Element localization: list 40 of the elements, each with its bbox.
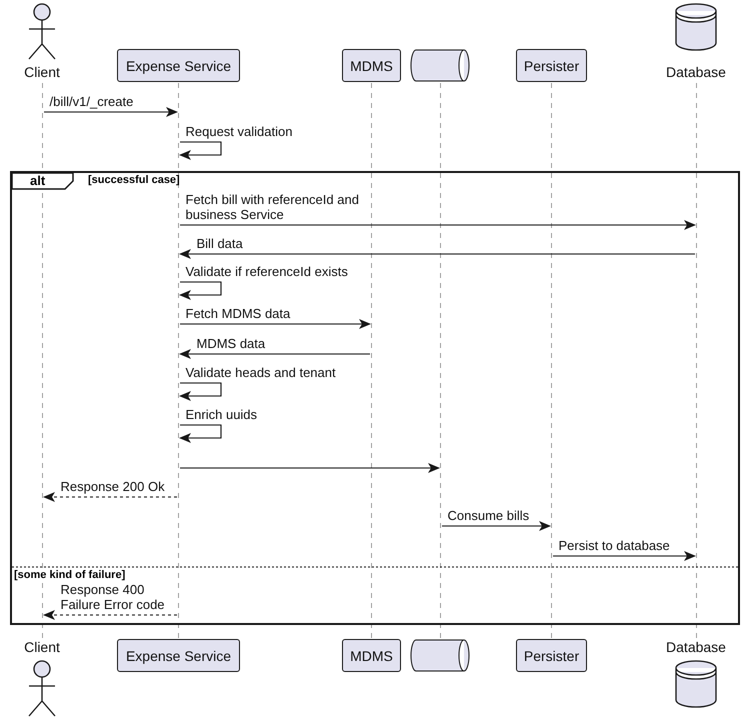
message-arrow <box>180 463 440 473</box>
participant-box: Persister <box>516 49 587 82</box>
participant-box: Expense Service <box>117 639 240 672</box>
message-label: Validate heads and tenant <box>186 365 336 380</box>
message-label: Validate if referenceId exists <box>186 264 348 279</box>
guard-condition: [some kind of failure] <box>14 569 126 581</box>
participant-box: Expense Service <box>117 49 240 82</box>
message-label: Consume bills <box>448 508 530 523</box>
message-arrow <box>179 281 222 300</box>
message-arrow <box>553 551 696 561</box>
message-arrow <box>180 319 371 329</box>
message-arrow <box>442 521 551 531</box>
participant-box: MDMS <box>342 639 401 672</box>
frame-operator: alt <box>30 173 46 188</box>
message-label: Enrich uuids <box>186 407 258 422</box>
message-label: /bill/v1/_create <box>50 94 134 109</box>
message-label: MDMS data <box>196 336 266 351</box>
message-label: Fetch bill with referenceId and business Service <box>186 192 360 222</box>
message-arrow <box>180 220 696 230</box>
message-arrow <box>43 610 177 620</box>
message-label: Fetch MDMS data <box>186 306 290 321</box>
participant-label: Database <box>665 64 727 80</box>
message-arrow <box>43 492 177 502</box>
message-label: Response 200 Ok <box>60 479 165 494</box>
message-arrow <box>179 249 695 259</box>
message-label: Persist to database <box>558 538 670 553</box>
participant-box: MDMS <box>342 49 401 82</box>
guard-condition: [successful case] <box>88 174 180 186</box>
message-arrow <box>179 424 222 443</box>
participant-box: Persister <box>516 639 587 672</box>
message-arrow <box>179 382 222 401</box>
message-label: Request validation <box>186 124 292 139</box>
participant-label: Client <box>23 639 61 655</box>
message-arrow <box>179 141 222 160</box>
message-label: Bill data <box>196 236 243 251</box>
message-arrow <box>179 349 370 359</box>
participant-label: Database <box>665 639 727 655</box>
message-arrow <box>44 107 178 117</box>
message-label: Response 400 Failure Error code <box>60 582 166 612</box>
participant-label: Client <box>23 64 61 80</box>
